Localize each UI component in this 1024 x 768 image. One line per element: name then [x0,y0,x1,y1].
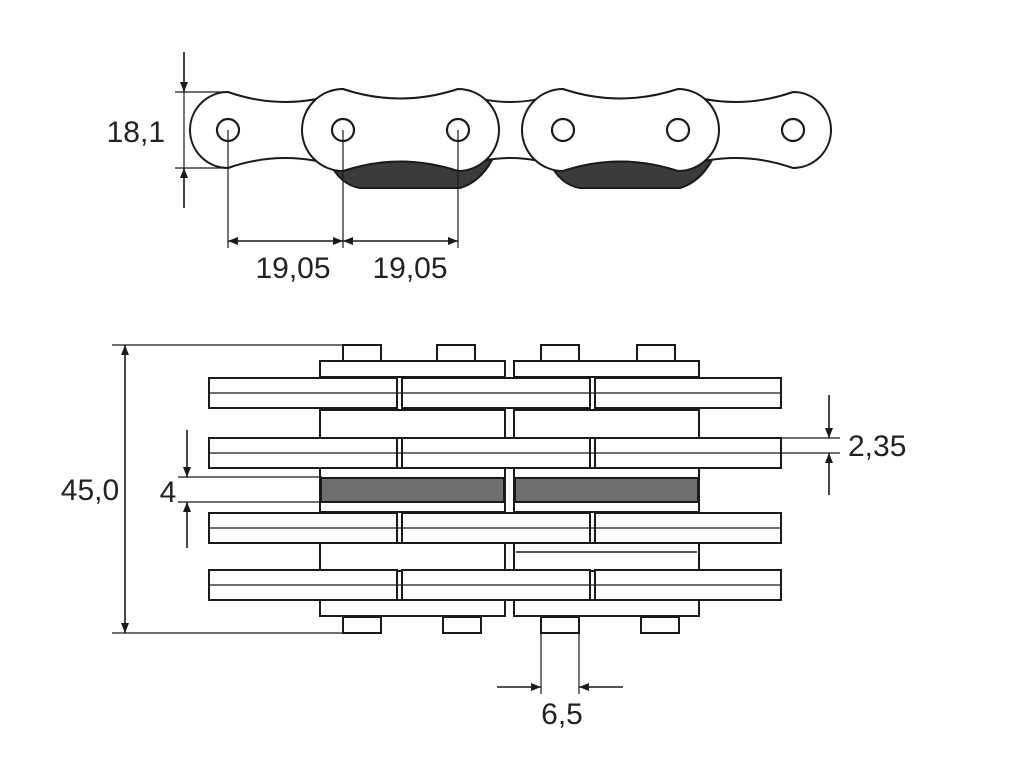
plate-row-3 [208,512,782,544]
inner-plate [319,409,506,439]
label-pin-diameter: 6,5 [541,698,583,731]
plate-row-1 [208,377,782,409]
chain-top-view [208,344,782,634]
plate-row-4 [208,569,782,601]
inner-plate [319,542,506,572]
pin-cap [640,616,680,634]
pin-cap [442,616,482,634]
chain-side-view [189,87,832,189]
pin-cap [540,616,580,634]
bushing [320,477,505,503]
label-height-side: 18,1 [107,116,165,149]
label-inner-gap: 4 [160,476,177,509]
pin-cap [636,344,676,362]
pin-cap [342,344,382,362]
label-total-width: 45,0 [61,474,119,507]
bushing [514,477,699,503]
label-plate-thickness: 2,35 [848,430,906,463]
dimension-inner-gap: 4 [160,430,322,548]
pin-cap [342,616,382,634]
label-pitch-right: 19,05 [372,252,447,285]
label-pitch-left: 19,05 [255,252,330,285]
dimension-total-width: 45,0 [61,344,345,634]
pin-cap [436,344,476,362]
dimension-height-side: 18,1 [107,52,230,208]
inner-plate [513,360,700,378]
inner-plate [513,542,700,572]
inner-plate [513,409,700,439]
inner-plate [319,599,506,617]
pin-hole [665,117,691,143]
dimension-pin-diameter: 6,5 [497,633,623,731]
pin-hole [550,117,576,143]
plate-row-2 [208,437,782,469]
inner-link-right [521,87,720,173]
inner-plate [513,599,700,617]
pin-cap [540,344,580,362]
pin-hole [780,117,806,143]
dimension-plate-thickness: 2,35 [781,395,906,495]
inner-plate [319,360,506,378]
dimension-pitch: 19,05 19,05 [227,130,459,285]
